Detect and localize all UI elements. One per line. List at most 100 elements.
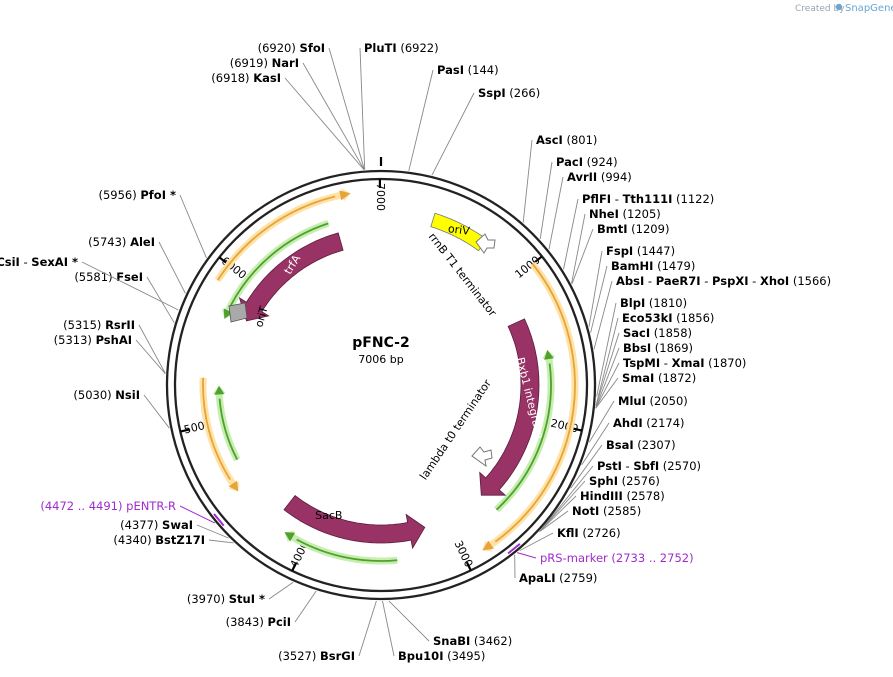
site-mlui[interactable]: MluI (2050): [588, 394, 688, 443]
orf-arrow: [482, 261, 579, 552]
site-connector: [358, 600, 377, 657]
site-label: BamHI (1479): [611, 259, 695, 273]
site-name: BlpI: [620, 296, 645, 310]
site-bsrgi[interactable]: (3527) BsrGI: [278, 600, 377, 663]
site-alt-name: Tth111I: [623, 192, 673, 206]
site-position: (1209): [628, 222, 670, 236]
site-pluti[interactable]: PluTI (6922): [359, 41, 439, 170]
site-nhei[interactable]: NheI (1205): [571, 207, 661, 284]
primer-position: (2733 .. 2752): [608, 551, 694, 565]
site-saci[interactable]: SacI (1858): [595, 326, 692, 406]
site-name: AhdI: [613, 416, 643, 430]
site-psti[interactable]: PstI - SbfI (2570): [541, 459, 701, 530]
site-avrii[interactable]: AvrII (994): [548, 170, 632, 250]
snapgene-credit: Created by SnapGene: [795, 3, 893, 14]
site-paci[interactable]: PacI (924): [539, 155, 618, 240]
site-absi[interactable]: AbsI - PaeR7I - PspXI - XhoI (1566): [593, 274, 831, 350]
primer-pentr-r[interactable]: (4472 .. 4491) pENTR-R: [40, 499, 225, 527]
feature-trfa: [238, 232, 344, 322]
site-connector: [539, 495, 577, 532]
site-position: (2570): [659, 459, 701, 473]
site-name: KasI: [253, 71, 281, 85]
site-nsii[interactable]: (5030) NsiI: [73, 388, 170, 429]
site-hindiii[interactable]: HindIII (2578): [539, 489, 665, 532]
site-pflfi[interactable]: PflFI - Tth111I (1122): [563, 192, 715, 270]
site-connector: [539, 510, 569, 533]
site-bsai[interactable]: BsaI (2307): [570, 438, 676, 489]
site-alt-name: XmaI: [672, 356, 705, 370]
site-label: SacI (1858): [623, 326, 692, 340]
site-connector: [382, 600, 395, 657]
site-pcii[interactable]: (3843) PciI: [226, 590, 317, 629]
site-label: NotI (2585): [572, 504, 641, 518]
orf-arrow: [214, 188, 351, 283]
site-label: Eco53kI (1856): [622, 311, 714, 325]
site-label: (6920) SfoI: [258, 41, 325, 55]
feature-label-orit: oriT: [252, 305, 270, 329]
tick-mark-4000: [291, 562, 298, 572]
orf-arrows: [199, 188, 579, 565]
site-label: HindIII (2578): [580, 489, 665, 503]
site-fspi[interactable]: FspI (1447): [588, 244, 675, 327]
site-pshai[interactable]: (5313) PshAI: [54, 333, 166, 374]
site-position: (1479): [653, 259, 695, 273]
site-label: (5650) CsiI - SexAI *: [0, 255, 78, 269]
site-label: BlpI (1810): [620, 296, 687, 310]
site-nari[interactable]: (6919) NarI: [230, 56, 365, 170]
site-label: (6918) KasI: [211, 71, 281, 85]
site-fsei[interactable]: (5581) FseI: [74, 270, 175, 323]
site-asci[interactable]: AscI (801): [522, 133, 598, 223]
site-bamhi[interactable]: BamHI (1479): [590, 259, 696, 333]
site-name: AleI: [130, 235, 155, 249]
backbone-inner-strand: [173, 177, 589, 593]
site-blpi[interactable]: BlpI (1810): [596, 296, 687, 397]
plasmid-name: pFNC-2: [352, 335, 409, 351]
site-smai[interactable]: SmaI (1872): [595, 371, 697, 409]
site-kfli[interactable]: KflI (2726): [519, 526, 621, 551]
site-eco53ki[interactable]: Eco53kI (1856): [595, 311, 714, 406]
site-sfoi[interactable]: (6920) SfoI: [258, 41, 365, 170]
site-label: PacI (924): [556, 155, 618, 169]
site-ahdi[interactable]: AhdI (2174): [581, 416, 685, 466]
site-name: FseI: [116, 270, 143, 284]
site-pfoi[interactable]: (5956) PfoI *: [98, 188, 207, 259]
site-label: MluI (2050): [618, 394, 688, 408]
site-label: (5315) RsrII: [63, 318, 135, 332]
site-connector: [179, 194, 207, 259]
primer-prs-marker[interactable]: pRS-marker (2733 .. 2752): [507, 543, 694, 565]
site-snabi[interactable]: SnaBI (3462): [388, 600, 512, 648]
site-stui[interactable]: (3970) StuI *: [187, 581, 294, 606]
site-alei[interactable]: (5743) AleI: [88, 235, 186, 294]
site-position: (6918): [211, 71, 253, 85]
primer-mark: [213, 513, 225, 527]
site-label: (3970) StuI *: [187, 592, 265, 606]
site-bbsi[interactable]: BbsI (1869): [595, 341, 693, 408]
site-position: (3527): [278, 649, 320, 663]
feature-rrnb-t1-terminator: [475, 233, 496, 254]
site-apali[interactable]: ApaLI (2759): [514, 554, 598, 585]
site-kasi[interactable]: (6918) KasI: [211, 71, 365, 170]
site-swai[interactable]: (4377) SwaI: [120, 518, 229, 539]
site-sphi[interactable]: SphI (2576): [540, 474, 660, 531]
site-noti[interactable]: NotI (2585): [539, 504, 641, 533]
site-rsrii[interactable]: (5315) RsrII: [63, 318, 166, 374]
site-position: (801): [563, 133, 598, 147]
site-sspi[interactable]: SspI (266): [431, 86, 540, 176]
site-bmti[interactable]: BmtI (1209): [571, 222, 670, 285]
feature-label-sacb: SacB: [315, 509, 342, 522]
site-connector: [595, 317, 619, 406]
orf-arrow: [212, 385, 241, 462]
site-name: SmaI: [622, 371, 654, 385]
site-tspmi[interactable]: TspMI - XmaI (1870): [595, 356, 747, 409]
feature-oriv: [430, 212, 488, 252]
site-bpu10i[interactable]: Bpu10I (3495): [382, 600, 486, 663]
site-label: (3527) BsrGI: [278, 649, 355, 663]
site-bstz17i[interactable]: (4340) BstZ17I: [113, 533, 234, 547]
feature-sacb: [283, 494, 426, 550]
site-csii[interactable]: (5650) CsiI - SexAI *: [0, 255, 179, 311]
site-pasi[interactable]: PasI (144): [408, 63, 499, 171]
site-label: FspI (1447): [606, 244, 675, 258]
site-name: MluI: [618, 394, 646, 408]
site-label: KflI (2726): [557, 526, 621, 540]
